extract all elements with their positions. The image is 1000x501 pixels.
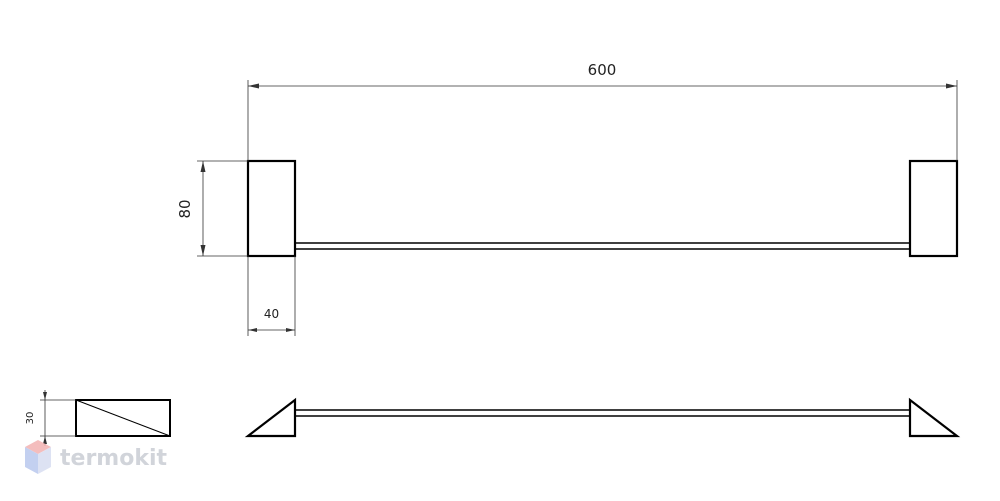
side-bracket <box>75 399 171 437</box>
top-left-wedge <box>244 397 297 438</box>
front-right-bracket <box>908 159 959 258</box>
front-view <box>246 159 959 258</box>
side-view <box>75 399 171 437</box>
front-left-bracket <box>246 159 297 258</box>
dimension-depth: 30 <box>25 390 76 446</box>
termokit-cube-icon <box>25 440 51 474</box>
watermark-brand-text: termokit <box>60 446 167 471</box>
dim-height-label: 80 <box>176 199 194 218</box>
termokit-watermark: termokit <box>25 440 167 474</box>
dim-width-arrow-right <box>286 328 295 332</box>
dimension-height: 80 <box>176 160 248 257</box>
top-right-wedge <box>908 397 961 438</box>
dim-depth-arrow-top <box>43 392 47 400</box>
dim-height-arrow-top <box>200 161 206 172</box>
top-view <box>244 397 961 438</box>
dim-height-arrow-bottom <box>200 245 206 256</box>
dimension-length: 600 <box>247 61 958 161</box>
dim-width-label: 40 <box>264 307 279 321</box>
dim-depth-arrow-bottom <box>43 436 47 444</box>
side-bracket-diagonal <box>75 399 171 437</box>
dim-length-arrow-right <box>946 83 957 89</box>
dimension-bracket-width: 40 <box>247 256 296 336</box>
dim-length-arrow-left <box>248 83 259 89</box>
dim-length-label: 600 <box>588 61 617 79</box>
dim-depth-label: 30 <box>25 412 36 425</box>
dim-width-arrow-left <box>248 328 257 332</box>
